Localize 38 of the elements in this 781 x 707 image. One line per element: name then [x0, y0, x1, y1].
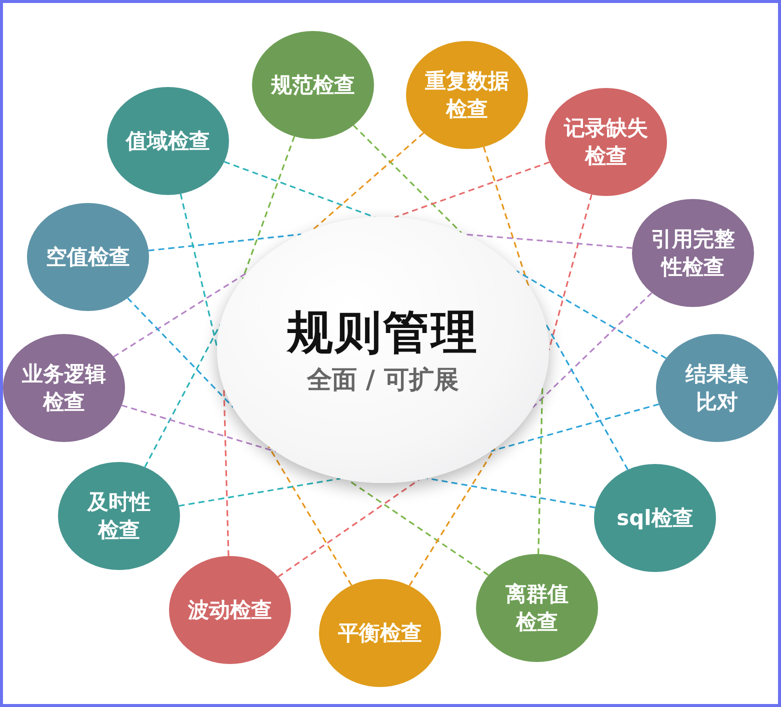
dashed-connector — [180, 194, 218, 348]
check-label: 空值检查 — [45, 244, 131, 271]
dashed-connector — [122, 404, 276, 452]
check-label: 结果集比对 — [684, 360, 750, 416]
dashed-connector — [223, 388, 230, 556]
check-label: 值域检查 — [124, 128, 211, 155]
dashed-connector — [278, 479, 420, 578]
dashed-connector — [516, 270, 666, 359]
check-label: 波动检查 — [186, 596, 273, 624]
dashed-connector — [178, 478, 341, 507]
dashed-connector — [242, 136, 296, 280]
dashed-connector — [482, 146, 530, 286]
dashed-connector — [313, 132, 424, 230]
check-label: sql检查 — [616, 504, 694, 532]
check-label: 引用完整性检查 — [650, 226, 736, 281]
dashed-connector — [394, 161, 550, 218]
dashed-connector — [532, 292, 652, 408]
dashed-connector — [352, 124, 462, 234]
check-label: 及时性检查 — [86, 488, 152, 544]
check-label: 重复数据检查 — [424, 68, 510, 123]
dashed-connector — [545, 324, 628, 470]
check-label: 业务逻辑检查 — [21, 360, 107, 416]
dashed-connector — [224, 161, 376, 218]
check-label: 平衡检查 — [337, 620, 423, 647]
dashed-connector — [465, 234, 632, 249]
check-label: 记录缺失检查 — [562, 114, 649, 170]
check-label: 离群值检查 — [504, 580, 570, 636]
dashed-connector — [426, 477, 596, 508]
dashed-connector — [408, 448, 496, 586]
dashed-connector — [127, 297, 234, 408]
dashed-connector — [148, 233, 302, 252]
dashed-connector — [268, 446, 352, 586]
dashed-connector — [490, 403, 660, 452]
hub-subtitle: 全面 / 可扩展 — [307, 364, 459, 395]
hub-title: 规则管理 — [287, 305, 479, 361]
dashed-connector — [548, 194, 592, 350]
check-label: 规范检查 — [270, 72, 356, 99]
dashed-connector — [538, 387, 544, 554]
